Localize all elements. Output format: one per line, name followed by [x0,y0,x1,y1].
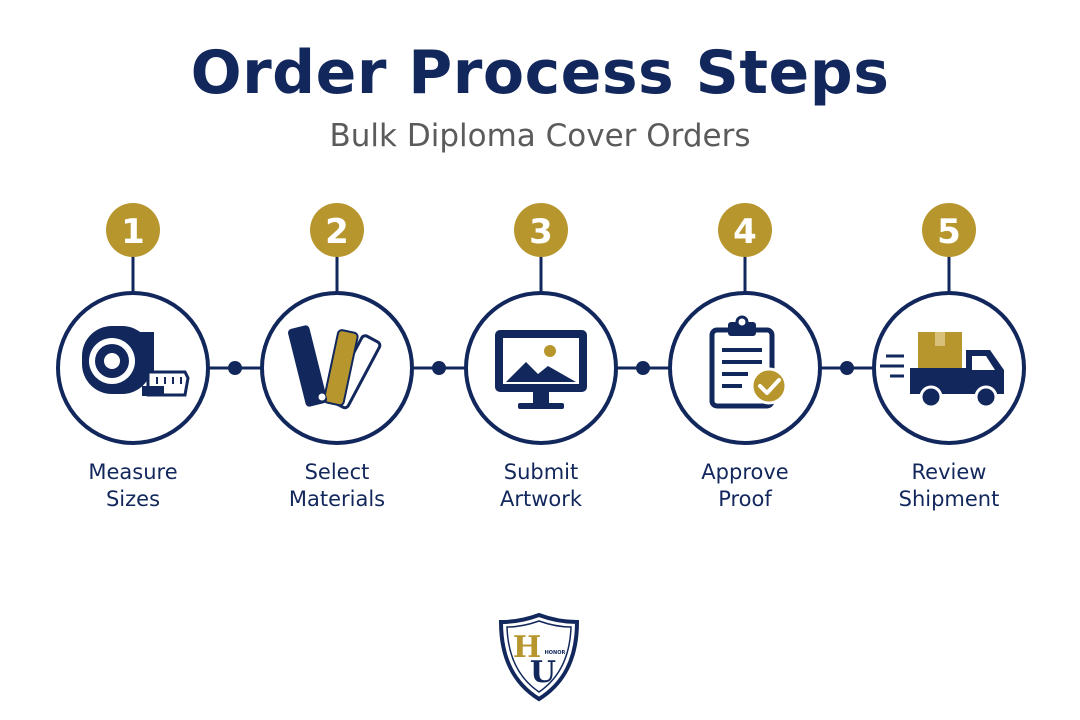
connector-dot [636,361,650,375]
step-label-line2: Materials [288,487,386,511]
step-label-4: Approve Proof [655,459,835,513]
step-number: 2 [325,212,349,252]
connectors [208,361,874,375]
svg-text:H: H [513,630,541,665]
step-label-2: Select Materials [247,459,427,513]
step-number: 5 [937,212,961,252]
shield-logo-icon: H U HONOR [498,612,580,702]
step-number-badge [922,203,976,257]
step-label-line1: Approve [701,460,789,484]
step-number-badge [106,203,160,257]
step-number-badge [310,203,364,257]
clipboard-check-icon [709,315,788,409]
step-2: 2 [260,203,414,445]
step-label-line1: Measure [88,460,178,484]
step-label-line1: Review [911,460,987,484]
connector-dot [432,361,446,375]
step-number: 3 [529,212,553,252]
step-label-3: Submit Artwork [451,459,631,513]
step-label-line1: Submit [503,460,579,484]
page-subtitle: Bulk Diploma Cover Orders [329,118,751,154]
step-label-5: Review Shipment [859,459,1039,513]
step-4: 4 [668,203,822,445]
step-number: 1 [121,212,145,252]
step-5: 5 [872,203,1026,445]
svg-text:U: U [530,655,556,690]
svg-text:HONOR: HONOR [545,650,566,656]
step-label-1: Measure Sizes [43,459,223,513]
connector-dot [840,361,854,375]
step-label-line1: Select [304,460,370,484]
swatch-fan-icon [288,325,382,410]
step-number-badge [718,203,772,257]
step-label-line2: Shipment [898,487,1000,511]
step-3: 3 [464,203,618,445]
step-label-line2: Artwork [499,487,583,511]
monitor-image-icon [495,330,587,409]
step-label-line2: Sizes [105,487,161,511]
tape-measure-icon [82,326,190,397]
page-title: Order Process Steps [190,38,890,108]
step-number: 4 [733,212,757,252]
step-1: 1 [56,203,210,445]
step-number-badge [514,203,568,257]
delivery-truck-icon [880,332,1004,409]
step-label-line2: Proof [718,487,772,511]
connector-dot [228,361,242,375]
